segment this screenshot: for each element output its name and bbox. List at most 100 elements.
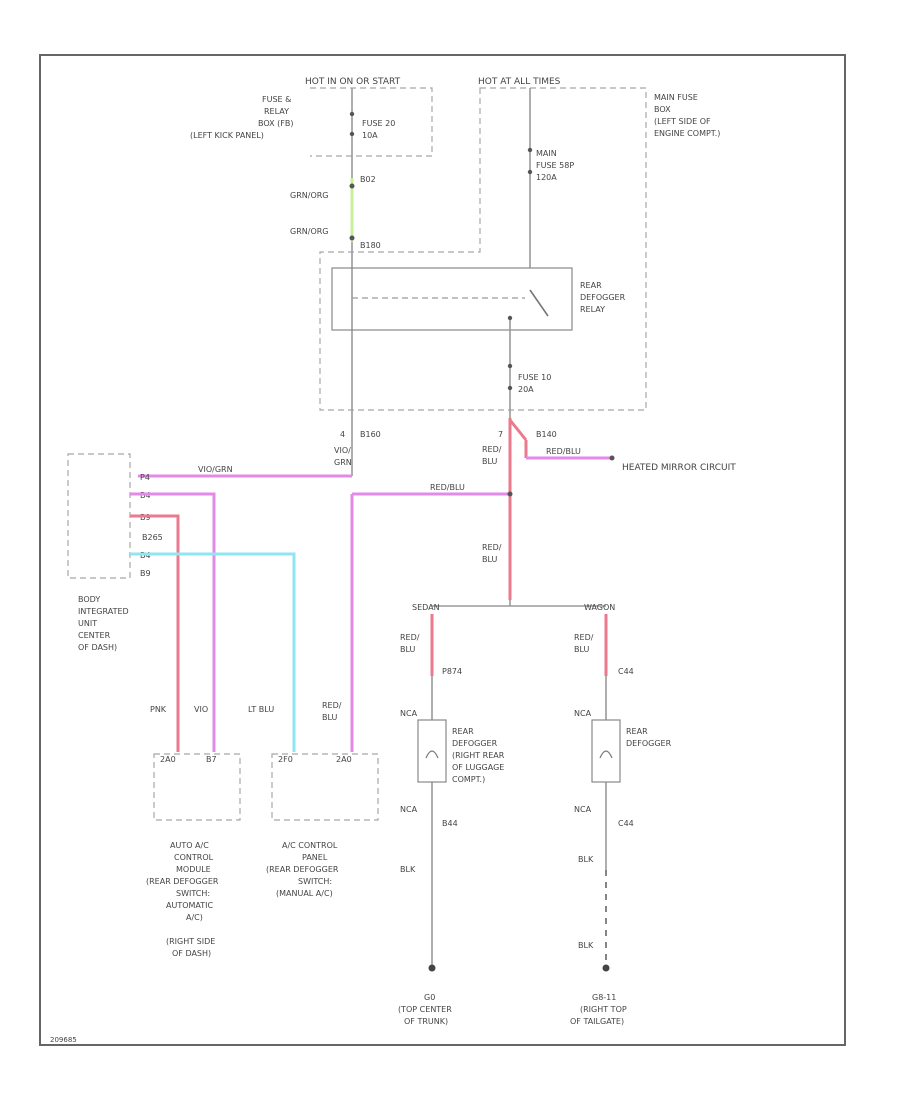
fuse-box-left-outline [310, 87, 433, 157]
rear-defogger-sedan-label: REAR DEFOGGER (RIGHT REAR OF LUGGAGE COM… [452, 727, 505, 784]
wire-red-blu-mirror-diag [508, 419, 528, 441]
connector-b02-dot [349, 183, 355, 189]
defogger-element-icon-wagon [599, 750, 613, 759]
main-fuse-icon [527, 147, 533, 153]
ground-sedan-id: G0 [424, 993, 435, 1002]
svg-text:FUSE 58P: FUSE 58P [536, 161, 574, 170]
fuse-20-icon [349, 111, 355, 117]
relay-switch-contact [529, 289, 549, 317]
svg-text:BLU: BLU [482, 555, 498, 564]
connector-b180-label: B180 [360, 241, 381, 250]
wire-pnk-to-auto-ac [130, 514, 180, 752]
connector-c44-label: C44 [618, 667, 634, 676]
svg-text:MODULE: MODULE [176, 865, 211, 874]
svg-text:(LEFT KICK PANEL): (LEFT KICK PANEL) [190, 131, 264, 140]
svg-text:GRN: GRN [334, 458, 352, 467]
red-blu-1-label: RED/ BLU [482, 445, 502, 466]
svg-text:(REAR DEFOGGER: (REAR DEFOGGER [266, 865, 339, 874]
connector-b44-label: B44 [442, 819, 458, 828]
fuse-10-label: FUSE 10 20A [518, 373, 551, 394]
svg-text:BLU: BLU [322, 713, 338, 722]
svg-text:A/C CONTROL: A/C CONTROL [282, 841, 338, 850]
svg-text:SWITCH:: SWITCH: [176, 889, 210, 898]
ac-panel-pin-2: 2A0 [336, 755, 352, 764]
vio-grn-label: VIO/ GRN [334, 446, 352, 467]
ground-wagon-label: (RIGHT TOP OF TAILGATE) [570, 1005, 627, 1026]
svg-text:MAIN FUSE: MAIN FUSE [654, 93, 698, 102]
svg-text:RELAY: RELAY [580, 305, 605, 314]
blk-3-label: BLK [578, 941, 594, 950]
svg-text:CONTROL: CONTROL [174, 853, 214, 862]
ground-wagon-icon [602, 964, 610, 972]
svg-text:P4: P4 [140, 473, 150, 482]
svg-text:RED/: RED/ [400, 633, 420, 642]
defogger-element-icon [425, 750, 439, 759]
sedan-label: SEDAN [412, 603, 440, 612]
fuse-20-label: FUSE 20 10A [362, 119, 395, 140]
main-fuse-box-outline [319, 87, 647, 411]
svg-text:REAR: REAR [580, 281, 602, 290]
svg-text:DEFOGGER: DEFOGGER [452, 739, 498, 748]
svg-text:MAIN: MAIN [536, 149, 557, 158]
rear-defogger-wagon-label: REAR DEFOGGER [626, 727, 672, 748]
svg-text:UNIT: UNIT [78, 619, 97, 628]
auto-ac-control-module-box [153, 753, 241, 821]
blk-2-label: BLK [578, 855, 594, 864]
wagon-label: WAGON [584, 603, 615, 612]
svg-text:DEFOGGER: DEFOGGER [626, 739, 672, 748]
blk-1-label: BLK [400, 865, 416, 874]
heated-mirror-dot [609, 455, 615, 461]
auto-ac-pin-2: B7 [206, 755, 217, 764]
svg-text:RELAY: RELAY [264, 107, 289, 116]
red-blu-horiz-label: RED/BLU [430, 483, 465, 492]
svg-text:BLU: BLU [482, 457, 498, 466]
svg-text:VIO/: VIO/ [334, 446, 351, 455]
svg-text:OF DASH): OF DASH) [172, 949, 211, 958]
svg-text:B265: B265 [142, 533, 163, 542]
splice-red-blu [507, 491, 513, 497]
fuse-10-icon [507, 363, 513, 369]
connector-p874-label: P874 [442, 667, 462, 676]
svg-text:OF DASH): OF DASH) [78, 643, 117, 652]
svg-text:BODY: BODY [78, 595, 100, 604]
svg-text:AUTOMATIC: AUTOMATIC [166, 901, 214, 910]
svg-text:(RIGHT TOP: (RIGHT TOP [580, 1005, 627, 1014]
svg-text:PANEL: PANEL [302, 853, 328, 862]
ac-control-panel-box [271, 753, 379, 821]
fuse-box-left-label: FUSE & RELAY BOX (FB) (LEFT KICK PANEL) [190, 95, 294, 140]
svg-text:(TOP CENTER: (TOP CENTER [398, 1005, 452, 1014]
hot-all-times-label: HOT AT ALL TIMES [478, 77, 561, 87]
wire-vio-to-auto-ac [130, 492, 216, 752]
svg-text:OF LUGGAGE: OF LUGGAGE [452, 763, 504, 772]
svg-text:BLU: BLU [574, 645, 590, 654]
svg-text:DEFOGGER: DEFOGGER [580, 293, 626, 302]
svg-text:A/C): A/C) [186, 913, 203, 922]
nca-1-label: NCA [400, 709, 418, 718]
svg-text:RED/: RED/ [574, 633, 594, 642]
hot-run-start-label: HOT IN ON OR START [305, 77, 401, 87]
diagram-frame [39, 54, 846, 1046]
body-unit-pins: P4 B4 B9 B265 B4 B9 [140, 473, 163, 578]
red-blu-bottom-label: RED/ BLU [322, 701, 342, 722]
rear-defogger-relay-label: REAR DEFOGGER RELAY [580, 281, 626, 314]
red-blu-mirror-label: RED/BLU [546, 447, 581, 456]
svg-text:120A: 120A [536, 173, 557, 182]
body-integrated-unit-label: BODY INTEGRATED UNIT CENTER OF DASH) [78, 595, 129, 652]
svg-text:RED/: RED/ [322, 701, 342, 710]
connector-b180-dot [349, 235, 355, 241]
svg-text:(REAR DEFOGGER: (REAR DEFOGGER [146, 877, 219, 886]
rear-defogger-relay-box [331, 267, 573, 331]
nca-2-label: NCA [400, 805, 418, 814]
auto-ac-label: AUTO A/C CONTROL MODULE (REAR DEFOGGER S… [146, 841, 219, 958]
relay-contact-dot [507, 315, 513, 321]
connector-4-label: 4 [340, 430, 345, 439]
svg-text:(LEFT SIDE OF: (LEFT SIDE OF [654, 117, 711, 126]
svg-text:COMPT.): COMPT.) [452, 775, 485, 784]
svg-text:FUSE 20: FUSE 20 [362, 119, 395, 128]
svg-text:REAR: REAR [626, 727, 648, 736]
main-fuse-58p-label: MAIN FUSE 58P 120A [536, 149, 574, 182]
svg-text:RED/: RED/ [482, 445, 502, 454]
red-blu-wagon-label: RED/ BLU [574, 633, 594, 654]
main-fuse-icon-b [527, 169, 533, 175]
